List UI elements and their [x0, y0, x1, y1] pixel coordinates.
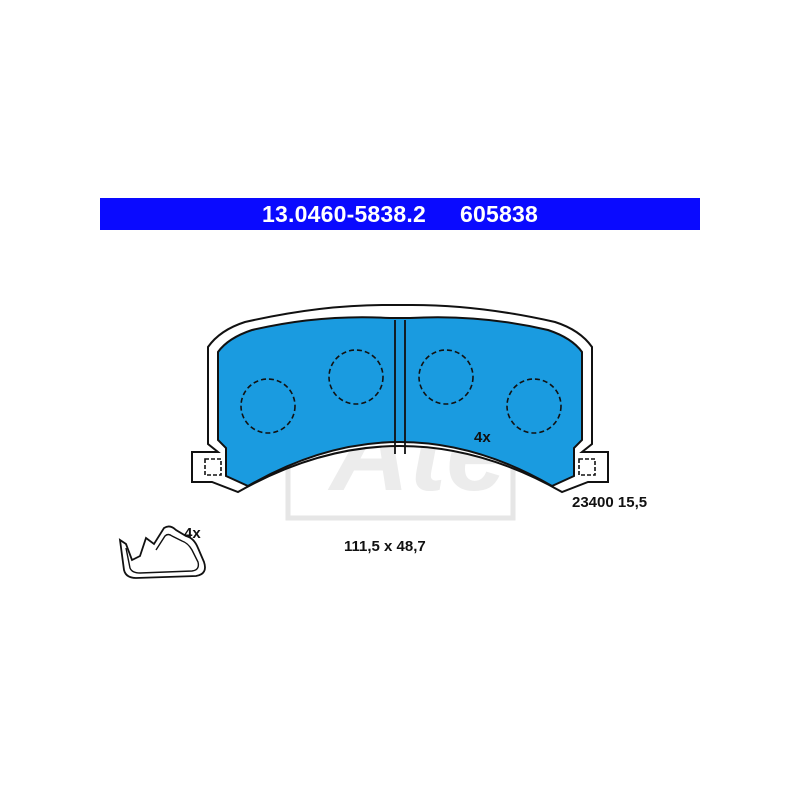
piston-circle	[506, 378, 562, 434]
header-bar: 13.0460-5838.2 605838	[100, 198, 700, 230]
right-tab-notch	[578, 458, 596, 476]
piston-circle	[240, 378, 296, 434]
pad-spec-label: 23400 15,5	[572, 494, 648, 511]
friction-pad	[217, 316, 583, 488]
piston-circle	[328, 349, 384, 405]
retaining-clip-icon	[118, 525, 206, 579]
piston-circle	[418, 349, 474, 405]
left-tab-notch	[204, 458, 222, 476]
dimensions-label: 111,5 x 48,7	[344, 538, 426, 555]
short-number: 605838	[460, 200, 538, 227]
retaining-clip-inner	[125, 533, 200, 574]
clip-quantity-label: 4x	[184, 525, 201, 542]
part-number: 13.0460-5838.2	[262, 200, 426, 227]
pad-quantity-label: 4x	[474, 429, 491, 446]
